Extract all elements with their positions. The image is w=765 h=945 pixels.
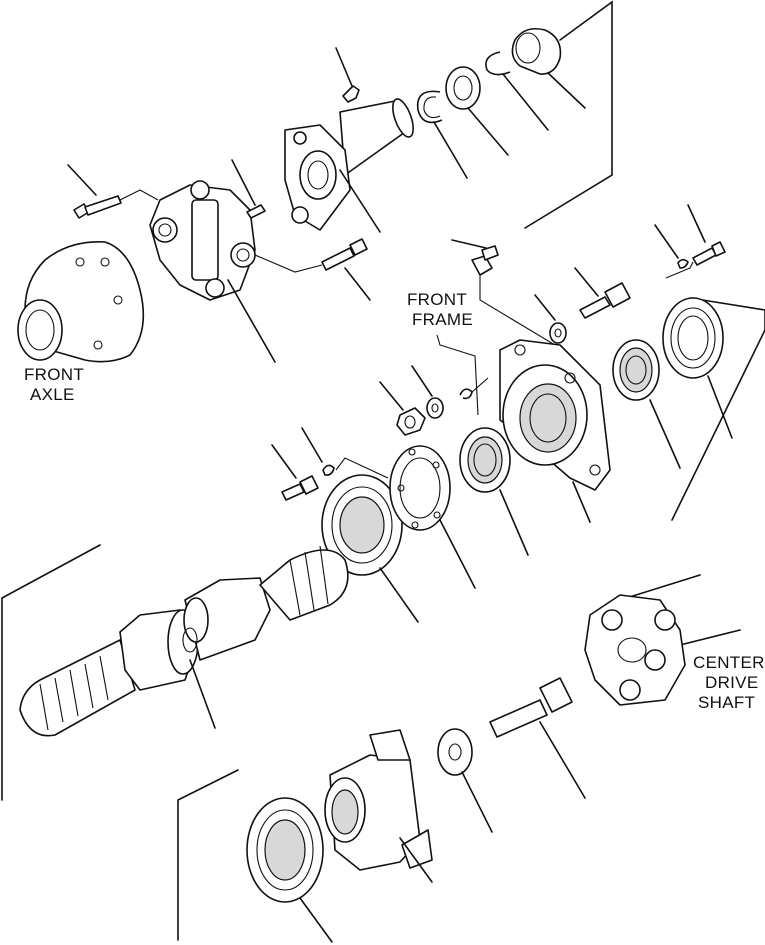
- yoke-washer: [437, 728, 493, 833]
- top-yoke-assembly: [284, 0, 613, 233]
- frame-edge-line: [436, 334, 479, 416]
- front-axle-label-line1: FRONT: [24, 365, 84, 384]
- needle-bearing: [459, 427, 529, 556]
- center-drive-shaft-label-line2: DRIVE: [705, 673, 758, 692]
- splined-yoke: [324, 729, 433, 883]
- retainer-screw: [271, 427, 389, 501]
- capscrew-frame: [574, 267, 631, 319]
- bearing-cup: [511, 27, 586, 109]
- yoke-seal: [246, 797, 333, 943]
- seal-ring-2: [445, 66, 509, 156]
- dust-seal: [321, 474, 419, 623]
- washer-small: [534, 294, 567, 344]
- grease-fitting-top: [335, 47, 360, 103]
- universal-joint-cross: [67, 159, 371, 363]
- center-drive-shaft-label-line1: CENTER: [693, 653, 765, 672]
- yoke-capscrew: [489, 677, 586, 799]
- group-bracket-left: [1, 544, 101, 801]
- pillow-block-housing: [499, 339, 611, 523]
- front-frame-label-line1: FRONT: [407, 290, 467, 309]
- grease-fitting-cross: [231, 159, 266, 219]
- bolt-top-right: [654, 204, 726, 279]
- group-bracket-top: [524, 0, 613, 229]
- retainer-plate: [389, 445, 476, 589]
- needle-bearing-right: [612, 339, 681, 469]
- center-drive-shaft-cross: CENTER DRIVE SHAFT: [584, 574, 765, 712]
- oil-seal-right: [662, 297, 733, 439]
- slip-joint-body: [119, 577, 271, 729]
- yoke-shaft: [284, 98, 414, 233]
- right-seal-group: [612, 204, 765, 521]
- bottom-yoke-group: [177, 677, 586, 943]
- splined-shaft-group: [1, 544, 349, 801]
- group-bracket-bottom: [177, 769, 239, 941]
- snap-ring-1: [416, 90, 468, 179]
- front-frame-group: FRONT FRAME: [379, 239, 631, 556]
- group-bracket-right: [671, 297, 765, 521]
- front-axle-label-line2: AXLE: [30, 385, 75, 404]
- front-frame-label-line2: FRAME: [412, 310, 473, 329]
- yoke-bolt: [254, 238, 371, 301]
- grease-fitting-elbow: [451, 239, 566, 361]
- spline-end-left: [19, 639, 136, 737]
- frame-nut-group: [379, 365, 489, 436]
- spline-end-right: [259, 545, 349, 621]
- cross-bolt: [67, 164, 159, 219]
- front-axle-housing: FRONT AXLE: [17, 241, 145, 404]
- middle-seal-group: [271, 427, 476, 623]
- center-drive-shaft-label-line3: SHAFT: [698, 693, 755, 712]
- snap-ring-3: [485, 51, 549, 131]
